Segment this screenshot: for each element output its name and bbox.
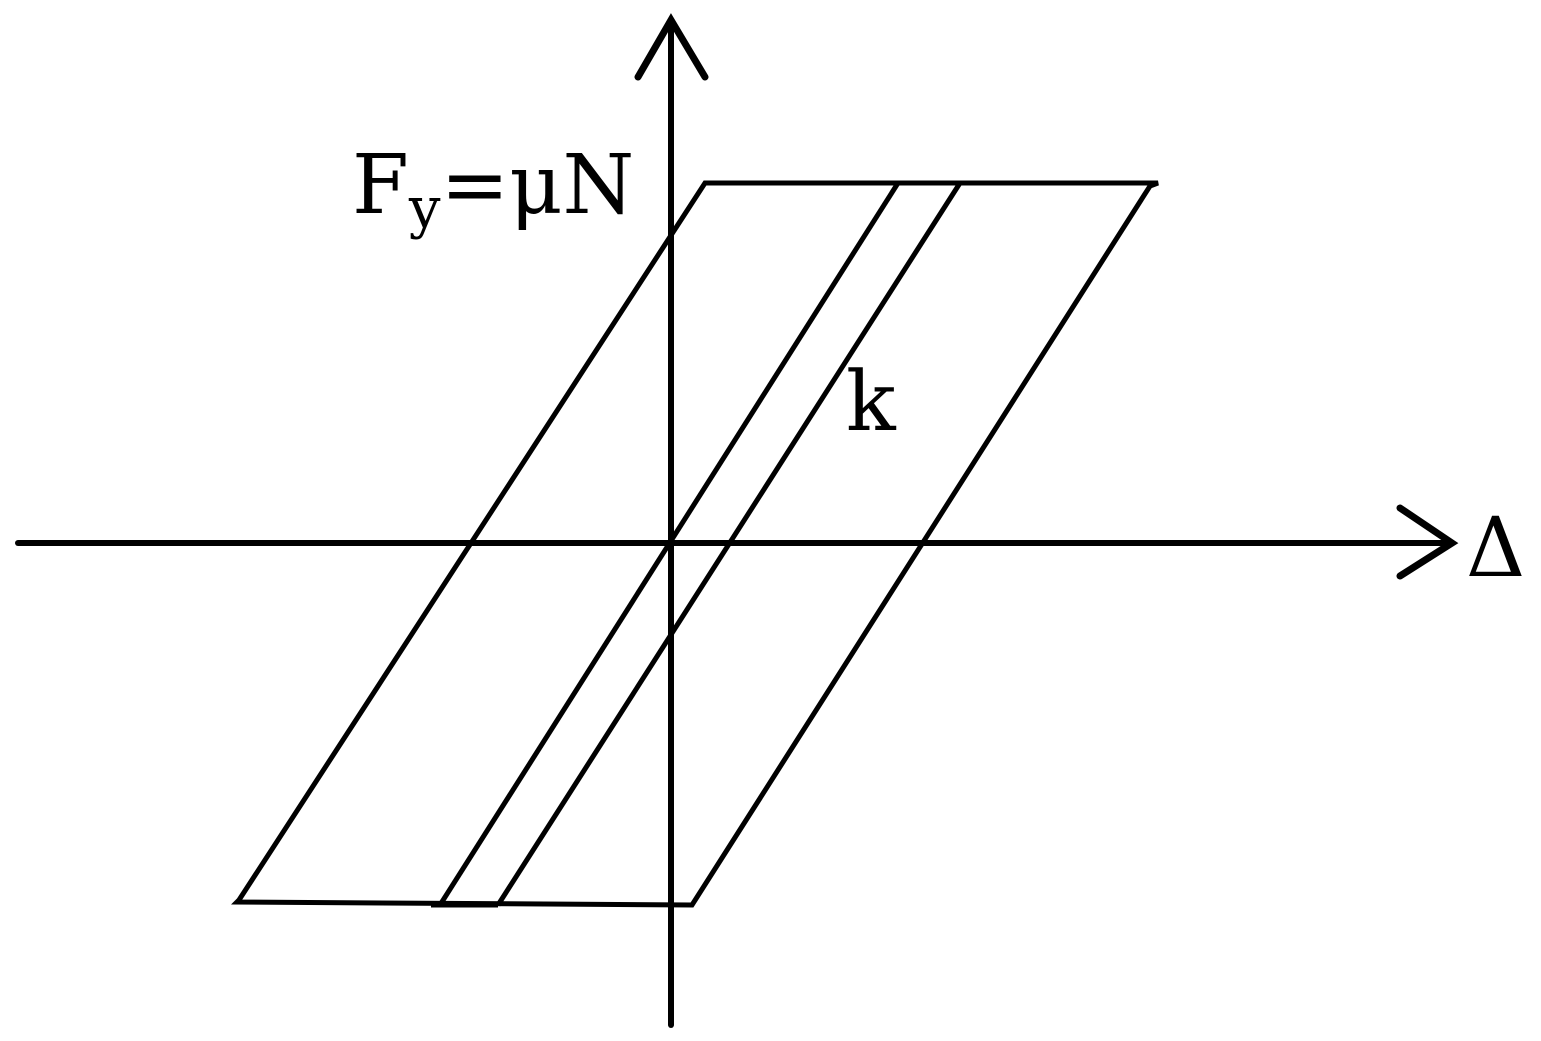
displacement-axis-arrowhead [1396, 504, 1459, 580]
displacement-axis-label: Δ [1466, 501, 1525, 596]
outer-hysteresis-loop [231, 180, 1159, 908]
yield-force-label: Fy=μN [352, 138, 634, 241]
inner-loop-right-branch [495, 181, 963, 907]
force-axis-arrowhead [634, 13, 709, 81]
inner-loop-left-branch [437, 181, 901, 907]
stiffness-label: k [846, 355, 897, 450]
